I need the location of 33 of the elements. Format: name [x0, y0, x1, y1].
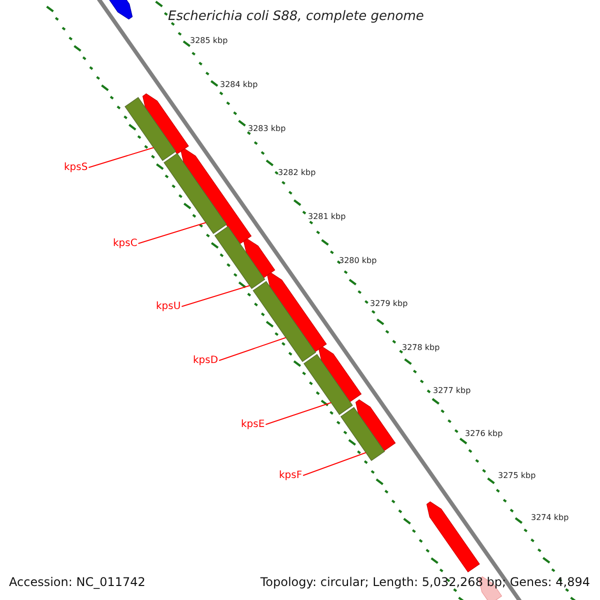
gene-label: kpsF: [279, 471, 302, 481]
tick-label: 3285 kbp: [190, 37, 228, 45]
tick-label: 3276 kbp: [465, 430, 503, 438]
leader-line: [88, 147, 154, 168]
accession-text: Accession: NC_011742: [9, 576, 146, 588]
leader-line: [302, 452, 366, 476]
leader-line: [218, 337, 286, 361]
leader-line: [138, 222, 206, 244]
gene-bar: [214, 226, 266, 290]
tick-label: 3277 kbp: [433, 387, 471, 395]
tick-label: 3281 kbp: [308, 213, 346, 221]
gene-bar: [340, 406, 386, 462]
leader-line: [181, 285, 250, 307]
tick-label: 3274 kbp: [531, 514, 569, 522]
gene-label: kpsE: [241, 420, 265, 430]
tick-label: 3275 kbp: [498, 472, 536, 480]
gene-label: kpsU: [156, 302, 181, 312]
gene-bar: [124, 96, 176, 162]
tick-label: 3279 kbp: [370, 300, 408, 308]
tick-label: 3283 kbp: [248, 125, 286, 133]
tick-label: 3278 kbp: [402, 344, 440, 352]
tick-label: 3282 kbp: [278, 169, 316, 177]
gene-bar: [252, 280, 316, 362]
tick-label: 3284 kbp: [220, 81, 258, 89]
title: Escherichia coli S88, complete genome: [168, 10, 424, 23]
gene-label: kpsS: [64, 163, 88, 173]
gene-label: kpsD: [193, 356, 218, 366]
genome-info-text: Topology: circular; Length: 5,032,268 bp; Genes: 4,894: [260, 576, 590, 588]
gene-bar: [303, 354, 353, 416]
gene-label: kpsC: [113, 239, 138, 249]
tick-label: 3280 kbp: [339, 257, 377, 265]
gene-bar: [164, 152, 228, 234]
leader-line: [265, 402, 332, 425]
